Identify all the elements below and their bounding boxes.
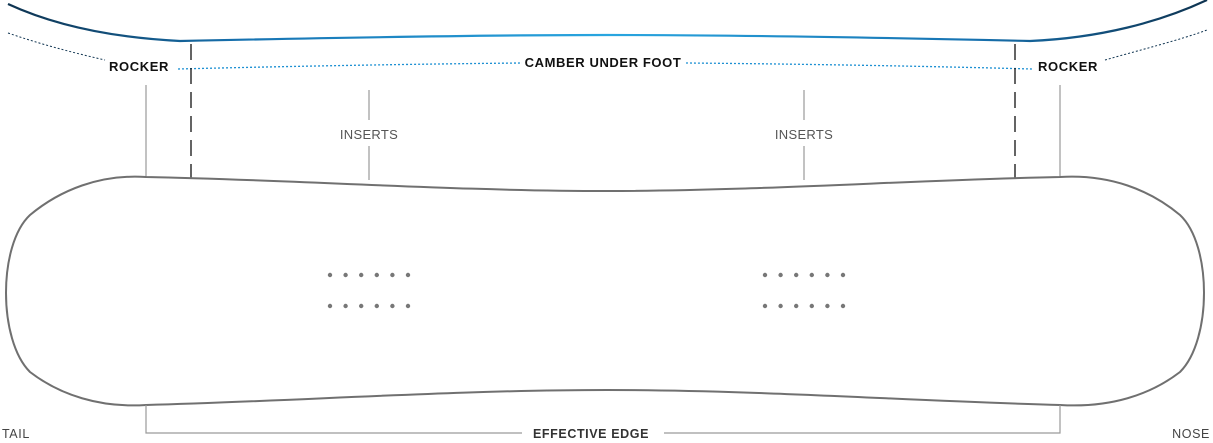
inserts-label-left: INSERTS <box>340 127 398 142</box>
insert-hole <box>327 272 333 278</box>
tail-label: TAIL <box>2 427 30 441</box>
rocker-label-right: ROCKER <box>1038 59 1098 74</box>
insert-hole <box>825 303 830 309</box>
insert-hole <box>343 272 348 278</box>
insert-hole <box>840 272 846 278</box>
insert-hole <box>327 303 333 309</box>
insert-hole <box>762 272 768 278</box>
insert-hole <box>374 272 379 278</box>
camber-dotted-line-right <box>685 62 1033 70</box>
rocker-label-left: ROCKER <box>109 59 169 74</box>
insert-hole <box>374 303 379 309</box>
rocker-dotted-right <box>1104 29 1208 61</box>
effective-edge-label: EFFECTIVE EDGE <box>533 427 649 441</box>
insert-hole <box>794 272 799 278</box>
board-outline <box>5 175 1205 407</box>
insert-hole <box>809 303 814 309</box>
insert-hole <box>390 303 395 309</box>
insert-hole <box>825 272 830 278</box>
insert-dots-group <box>327 272 846 309</box>
insert-hole <box>343 303 348 309</box>
insert-hole <box>809 272 814 278</box>
board-profile-line <box>7 0 1208 43</box>
effective-edge-bracket-left <box>145 405 522 434</box>
insert-hole <box>840 303 846 309</box>
camber-dotted-line-left <box>177 62 523 70</box>
rocker-dotted-left <box>7 32 106 61</box>
camber-label: CAMBER UNDER FOOT <box>525 55 682 70</box>
insert-hole <box>794 303 799 309</box>
nose-label: NOSE <box>1172 427 1210 441</box>
insert-hole <box>778 272 783 278</box>
insert-hole <box>762 303 768 309</box>
insert-hole <box>359 272 364 278</box>
insert-hole <box>405 272 411 278</box>
insert-hole <box>778 303 783 309</box>
insert-hole <box>359 303 364 309</box>
insert-hole <box>390 272 395 278</box>
effective-edge-bracket-right <box>664 405 1061 434</box>
insert-hole <box>405 303 411 309</box>
inserts-label-right: INSERTS <box>775 127 833 142</box>
